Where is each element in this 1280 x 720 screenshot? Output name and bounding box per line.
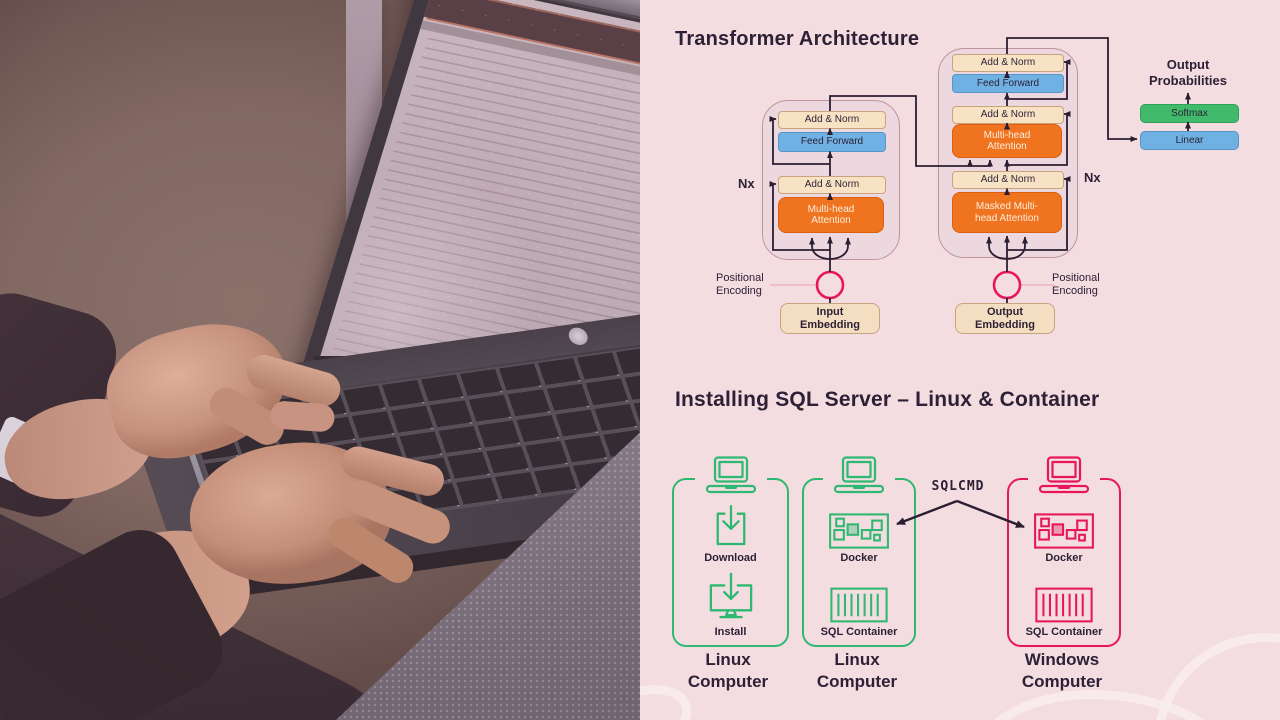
docker-icon: [829, 513, 889, 549]
positional-encoding-left-label: Positional Encoding: [716, 272, 764, 298]
positional-encoding-right-label: Positional Encoding: [1052, 272, 1100, 298]
positional-encoding-circle-left: [815, 270, 845, 300]
decoder-add-norm-bottom: Add & Norm: [952, 171, 1064, 189]
slide-panel: Transformer Architecture Add & Norm Feed…: [640, 0, 1280, 720]
laptop-icon: [823, 456, 895, 496]
photo-tint-overlay: [0, 0, 640, 720]
encoder-add-norm-top: Add & Norm: [778, 111, 886, 129]
nx-label-left: Nx: [738, 176, 755, 191]
item-label-docker: Docker: [1045, 552, 1083, 564]
positional-encoding-circle-right: [992, 270, 1022, 300]
item-label-download: Download: [704, 552, 757, 564]
item-label-install: Install: [714, 626, 747, 638]
transformer-title: Transformer Architecture: [675, 28, 920, 50]
machine-name-linux-1: Linux Computer: [687, 650, 769, 692]
laptop-icon: [1028, 456, 1100, 496]
sql-title: Installing SQL Server – Linux & Containe…: [675, 388, 1100, 411]
linear-box: Linear: [1140, 131, 1239, 150]
nx-label-right: Nx: [1084, 170, 1101, 185]
sql-container-icon: [1035, 587, 1093, 623]
photo-laptop-typing: [0, 0, 640, 720]
input-embedding-box: Input Embedding: [780, 303, 880, 334]
encoder-feed-forward: Feed Forward: [778, 132, 886, 152]
decoder-add-norm-mid: Add & Norm: [952, 106, 1064, 124]
softmax-box: Softmax: [1140, 104, 1239, 123]
encoder-multi-head-attention: Multi-head Attention: [778, 197, 884, 233]
machine-box-linux-container: Docker SQL Container: [802, 456, 916, 647]
machine-box-linux-native: Download Install: [672, 456, 789, 647]
docker-icon: [1034, 513, 1094, 549]
decoder-masked-multi-head-attention: Masked Multi-head Attention: [952, 192, 1062, 233]
machine-name-windows: Windows Computer: [1021, 650, 1103, 692]
sql-container-icon: [830, 587, 888, 623]
download-icon: [716, 504, 745, 546]
install-icon: [709, 572, 752, 619]
output-probabilities-label: Output Probabilities: [1148, 57, 1228, 89]
output-embedding-box: Output Embedding: [955, 303, 1055, 334]
decoder-feed-forward: Feed Forward: [952, 74, 1064, 93]
machine-name-linux-2: Linux Computer: [816, 650, 898, 692]
laptop-icon: [694, 456, 767, 496]
decoder-multi-head-attention: Multi-head Attention: [952, 124, 1062, 158]
item-label-docker: Docker: [840, 552, 878, 564]
machine-box-windows-container: Docker SQL Container: [1007, 456, 1121, 647]
item-label-sql-container: SQL Container: [820, 626, 898, 638]
item-label-sql-container: SQL Container: [1025, 626, 1103, 638]
encoder-add-norm: Add & Norm: [778, 176, 886, 194]
decoder-add-norm-top: Add & Norm: [952, 54, 1064, 72]
sqlcmd-label: SQLCMD: [931, 479, 985, 494]
